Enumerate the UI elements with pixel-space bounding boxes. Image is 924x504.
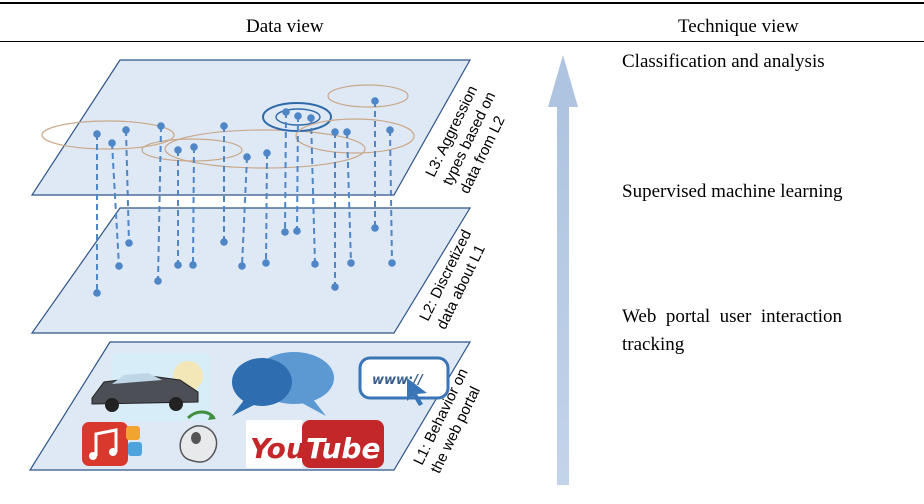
data-point — [311, 260, 319, 268]
data-point — [108, 139, 116, 147]
data-point — [190, 143, 198, 151]
chat-bubbles-icon — [232, 352, 334, 416]
header-bottom-rule — [0, 41, 924, 42]
data-point — [307, 114, 315, 122]
data-point — [122, 126, 130, 134]
data-point — [220, 238, 228, 246]
connector-line — [284, 111, 287, 233]
data-point — [282, 108, 290, 116]
youtube-tube-text: Tube — [306, 432, 380, 465]
technique-classification: Classification and analysis — [622, 51, 825, 72]
data-point — [331, 128, 339, 136]
youtube-you-text: You — [250, 432, 306, 465]
data-point — [388, 259, 396, 267]
data-point — [262, 259, 270, 267]
data-point — [189, 261, 197, 269]
upward-arrow — [548, 55, 578, 485]
data-point — [154, 277, 162, 285]
technique-tracking-line1: Web portal user interaction — [622, 306, 843, 327]
data-point — [371, 224, 379, 232]
data-point — [125, 239, 133, 247]
mouse-icon — [179, 410, 218, 463]
connector-line — [265, 152, 268, 264]
technique-tracking-line2: tracking — [622, 334, 685, 355]
data-point — [174, 261, 182, 269]
car-icon — [91, 353, 210, 421]
plane-l2 — [30, 207, 472, 334]
technique-view-header: Technique view — [678, 16, 799, 37]
data-point — [220, 122, 228, 130]
data-point — [157, 122, 165, 130]
data-point — [263, 149, 271, 157]
data-view-header: Data view — [246, 16, 324, 37]
data-point — [347, 259, 355, 267]
connector-line — [157, 125, 162, 282]
data-point — [343, 128, 351, 136]
connector-line — [111, 142, 120, 267]
data-point — [294, 112, 302, 120]
data-point — [115, 262, 123, 270]
connector-line — [389, 129, 393, 264]
data-point — [331, 283, 339, 291]
cluster-ellipses — [41, 84, 415, 169]
data-point — [281, 228, 289, 236]
connector-line — [241, 156, 248, 267]
data-point — [238, 262, 246, 270]
data-point — [386, 126, 394, 134]
header-top-rule — [0, 2, 924, 4]
point-connections — [93, 97, 396, 297]
connector-line — [310, 117, 316, 265]
web-address-icon: www:// — [358, 356, 450, 406]
data-point — [93, 130, 101, 138]
connector-line — [296, 115, 299, 232]
technique-supervised: Supervised machine learning — [622, 181, 843, 202]
connector-line — [125, 129, 130, 244]
data-point — [243, 153, 251, 161]
data-point — [93, 289, 101, 297]
connector-line — [346, 131, 352, 264]
music-icon — [82, 422, 142, 466]
data-point — [371, 97, 379, 105]
youtube-icon: You Tube — [246, 420, 384, 468]
data-point — [293, 227, 301, 235]
data-point — [174, 146, 182, 154]
plane-l3 — [30, 59, 472, 196]
